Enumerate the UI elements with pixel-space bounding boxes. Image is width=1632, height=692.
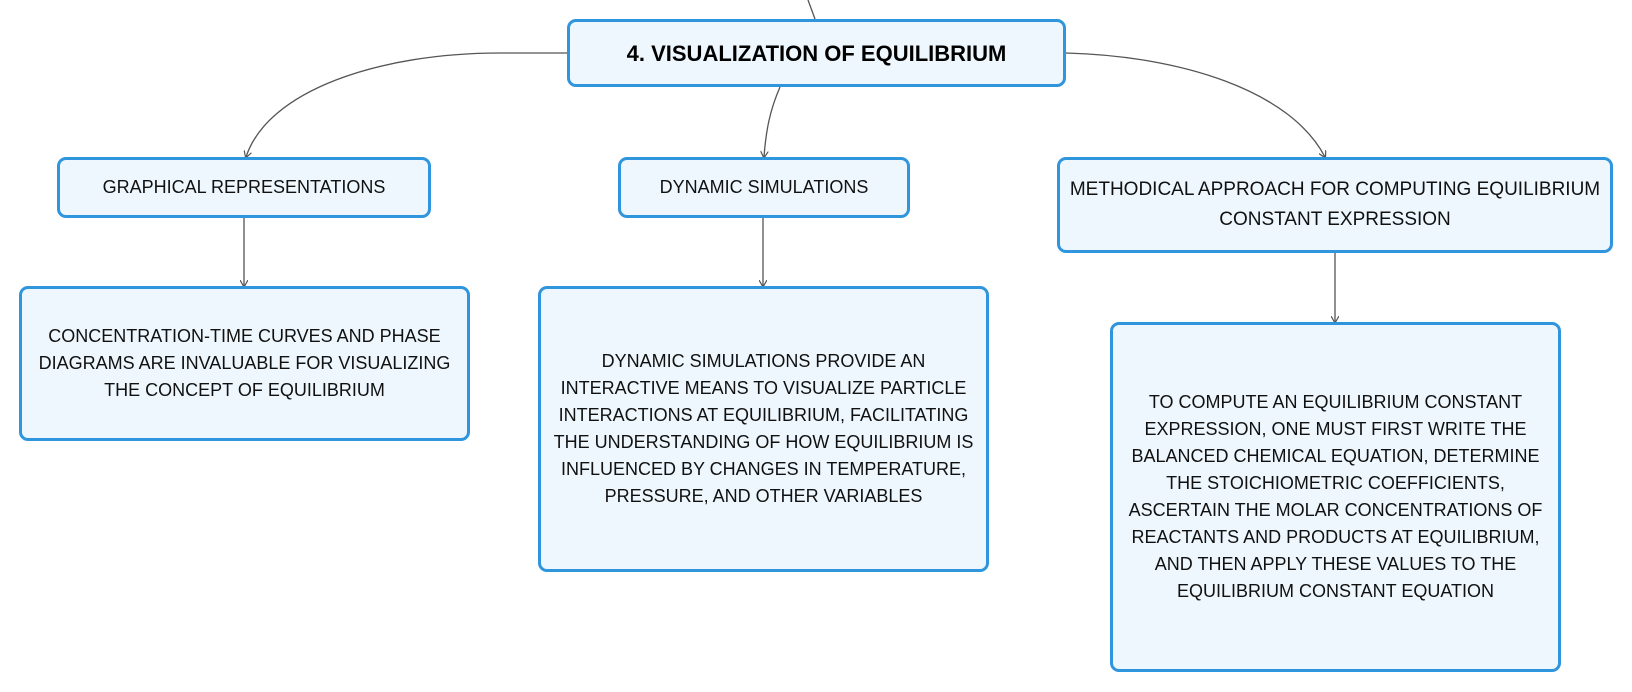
detail-node-text: CONCENTRATION-TIME CURVES AND PHASE DIAG… [38,326,451,400]
detail-node-text: TO COMPUTE AN EQUILIBRIUM CONSTANT EXPRE… [1128,392,1543,601]
detail-node-methodical-approach[interactable]: TO COMPUTE AN EQUILIBRIUM CONSTANT EXPRE… [1110,322,1561,672]
detail-node-dynamic-simulations[interactable]: DYNAMIC SIMULATIONS PROVIDE AN INTERACTI… [538,286,989,572]
detail-node-text: DYNAMIC SIMULATIONS PROVIDE AN INTERACTI… [553,351,974,506]
branch-node-label: METHODICAL APPROACH FOR COMPUTING EQUILI… [1069,179,1601,230]
branch-node-graphical-representations[interactable]: GRAPHICAL REPRESENTATIONS [57,157,431,218]
branch-node-methodical-approach[interactable]: METHODICAL APPROACH FOR COMPUTING EQUILI… [1057,157,1613,253]
branch-node-label: DYNAMIC SIMULATIONS [659,177,869,197]
root-node-label: 4. VISUALIZATION OF EQUILIBRIUM [626,40,1007,66]
root-node[interactable]: 4. VISUALIZATION OF EQUILIBRIUM [567,19,1066,87]
connector-root-to-graphical [246,52,567,157]
connector-root-to-methodical [1065,52,1325,157]
connector-root-to-dynamic [764,86,781,157]
detail-node-graphical-representations[interactable]: CONCENTRATION-TIME CURVES AND PHASE DIAG… [19,286,470,441]
connector-parent-to-root [807,0,816,20]
branch-node-label: GRAPHICAL REPRESENTATIONS [102,177,386,197]
branch-node-dynamic-simulations[interactable]: DYNAMIC SIMULATIONS [618,157,910,218]
